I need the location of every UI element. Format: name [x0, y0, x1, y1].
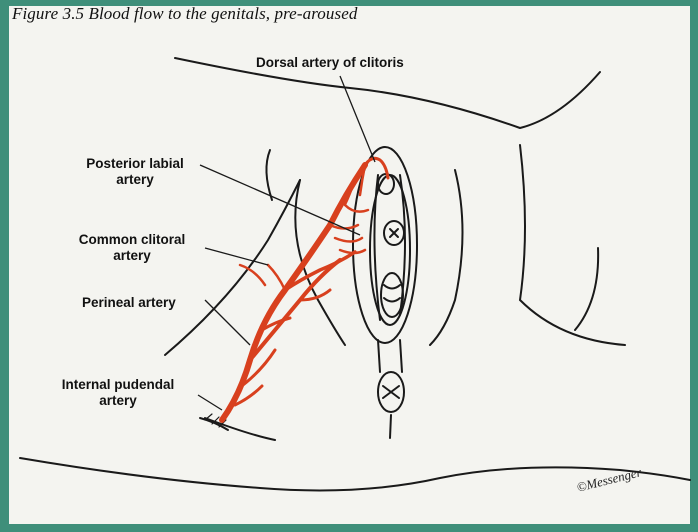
label-posterior-labial-line1: Posterior labial — [75, 156, 195, 172]
label-common-clitoral-line2: artery — [62, 248, 202, 264]
perineum-line — [378, 340, 380, 372]
leader-posterior-labial — [200, 165, 360, 235]
label-internal-pudendal-line1: Internal pudendal — [38, 377, 198, 393]
leader-perineal — [205, 300, 250, 345]
vaginal-opening — [381, 273, 403, 317]
label-perineal: Perineal artery — [82, 295, 176, 311]
label-posterior-labial-line2: artery — [75, 172, 195, 188]
label-common-clitoral-line1: Common clitoral — [62, 232, 202, 248]
right-hip-curve — [575, 248, 598, 330]
left-thigh-outline — [165, 180, 300, 355]
label-posterior-labial: Posterior labial artery — [75, 156, 195, 188]
left-hip-detail — [266, 150, 272, 200]
label-dorsal-artery: Dorsal artery of clitoris — [256, 55, 404, 71]
right-inner-curve — [430, 170, 463, 345]
figure-title: Figure 3.5 Blood flow to the genitals, p… — [12, 4, 357, 24]
leader-internal-pudendal — [198, 395, 222, 410]
label-common-clitoral: Common clitoral artery — [62, 232, 202, 264]
internal-pudendal-artery-path — [222, 165, 365, 420]
right-thigh-outline — [520, 145, 625, 345]
leader-common-clitoral — [205, 248, 268, 265]
label-internal-pudendal-line2: artery — [38, 393, 198, 409]
label-internal-pudendal: Internal pudendal artery — [38, 377, 198, 409]
